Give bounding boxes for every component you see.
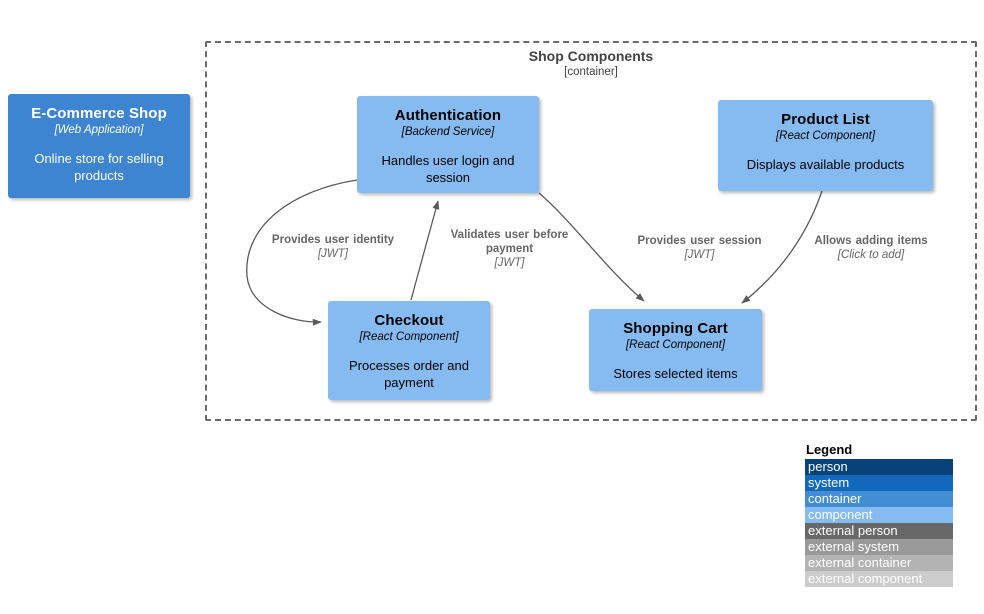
node-description: Stores selected items bbox=[613, 366, 738, 381]
legend-row-external-system: external system bbox=[805, 539, 953, 555]
edge-label-productlist-to-cart: Allows adding items [Click to add] bbox=[801, 234, 941, 262]
legend-row-person: person bbox=[805, 459, 953, 475]
edge-label-text: Provides user session bbox=[637, 235, 762, 247]
node-shopping-cart[interactable]: Shopping Cart [React Component] Stores s… bbox=[589, 309, 762, 391]
legend-row-container: container bbox=[805, 491, 953, 507]
node-description: Processes order and payment bbox=[349, 358, 469, 390]
node-description: Online store for selling products bbox=[34, 151, 164, 183]
edge-label-technology: [Click to add] bbox=[837, 249, 905, 261]
edge-label-technology: [JWT] bbox=[317, 248, 349, 260]
legend-row-external-component: external component bbox=[805, 571, 953, 587]
node-checkout[interactable]: Checkout [React Component] Processes ord… bbox=[328, 301, 490, 400]
legend-row-external-container: external container bbox=[805, 555, 953, 571]
node-description: Handles user login and session bbox=[381, 153, 515, 185]
boundary-subtitle: [container] bbox=[564, 66, 618, 78]
edge-label-technology: [JWT] bbox=[494, 257, 525, 269]
node-technology: [React Component] bbox=[775, 130, 876, 142]
edge-label-auth-to-checkout: Provides user identity [JWT] bbox=[258, 233, 408, 261]
edge-label-text: Allows adding items bbox=[814, 235, 928, 247]
node-name: Shopping Cart bbox=[623, 320, 728, 337]
legend-row-external-person: external person bbox=[805, 523, 953, 539]
node-technology: [Web Application] bbox=[54, 124, 144, 136]
edge-label-checkout-to-auth: Validates user before payment [JWT] bbox=[437, 228, 582, 270]
node-technology: [Backend Service] bbox=[401, 126, 495, 138]
node-product-list[interactable]: Product List [React Component] Displays … bbox=[718, 100, 933, 191]
node-name: Authentication bbox=[394, 107, 502, 124]
node-name: E-Commerce Shop bbox=[31, 105, 167, 122]
boundary-title: Shop Components bbox=[528, 48, 654, 64]
node-authentication[interactable]: Authentication [Backend Service] Handles… bbox=[357, 96, 539, 193]
edge-label-auth-to-cart: Provides user session [JWT] bbox=[628, 234, 771, 262]
legend-row-system: system bbox=[805, 475, 953, 491]
legend: Legend person system container component… bbox=[805, 442, 953, 587]
node-name: Product List bbox=[781, 111, 870, 128]
edge-label-text: Provides user identity bbox=[271, 234, 395, 246]
node-technology: [React Component] bbox=[625, 339, 726, 351]
node-technology: [React Component] bbox=[359, 331, 459, 343]
boundary-shop-components bbox=[205, 41, 977, 421]
edge-label-text: Validates user before payment bbox=[450, 229, 569, 255]
node-ecommerce-shop[interactable]: E-Commerce Shop [Web Application] Online… bbox=[8, 94, 190, 198]
legend-row-component: component bbox=[805, 507, 953, 523]
legend-title: Legend bbox=[806, 442, 853, 457]
legend-rows: person system container component extern… bbox=[805, 459, 953, 587]
node-description: Displays available products bbox=[746, 157, 905, 172]
edge-label-technology: [JWT] bbox=[684, 249, 715, 261]
node-name: Checkout bbox=[374, 312, 444, 329]
